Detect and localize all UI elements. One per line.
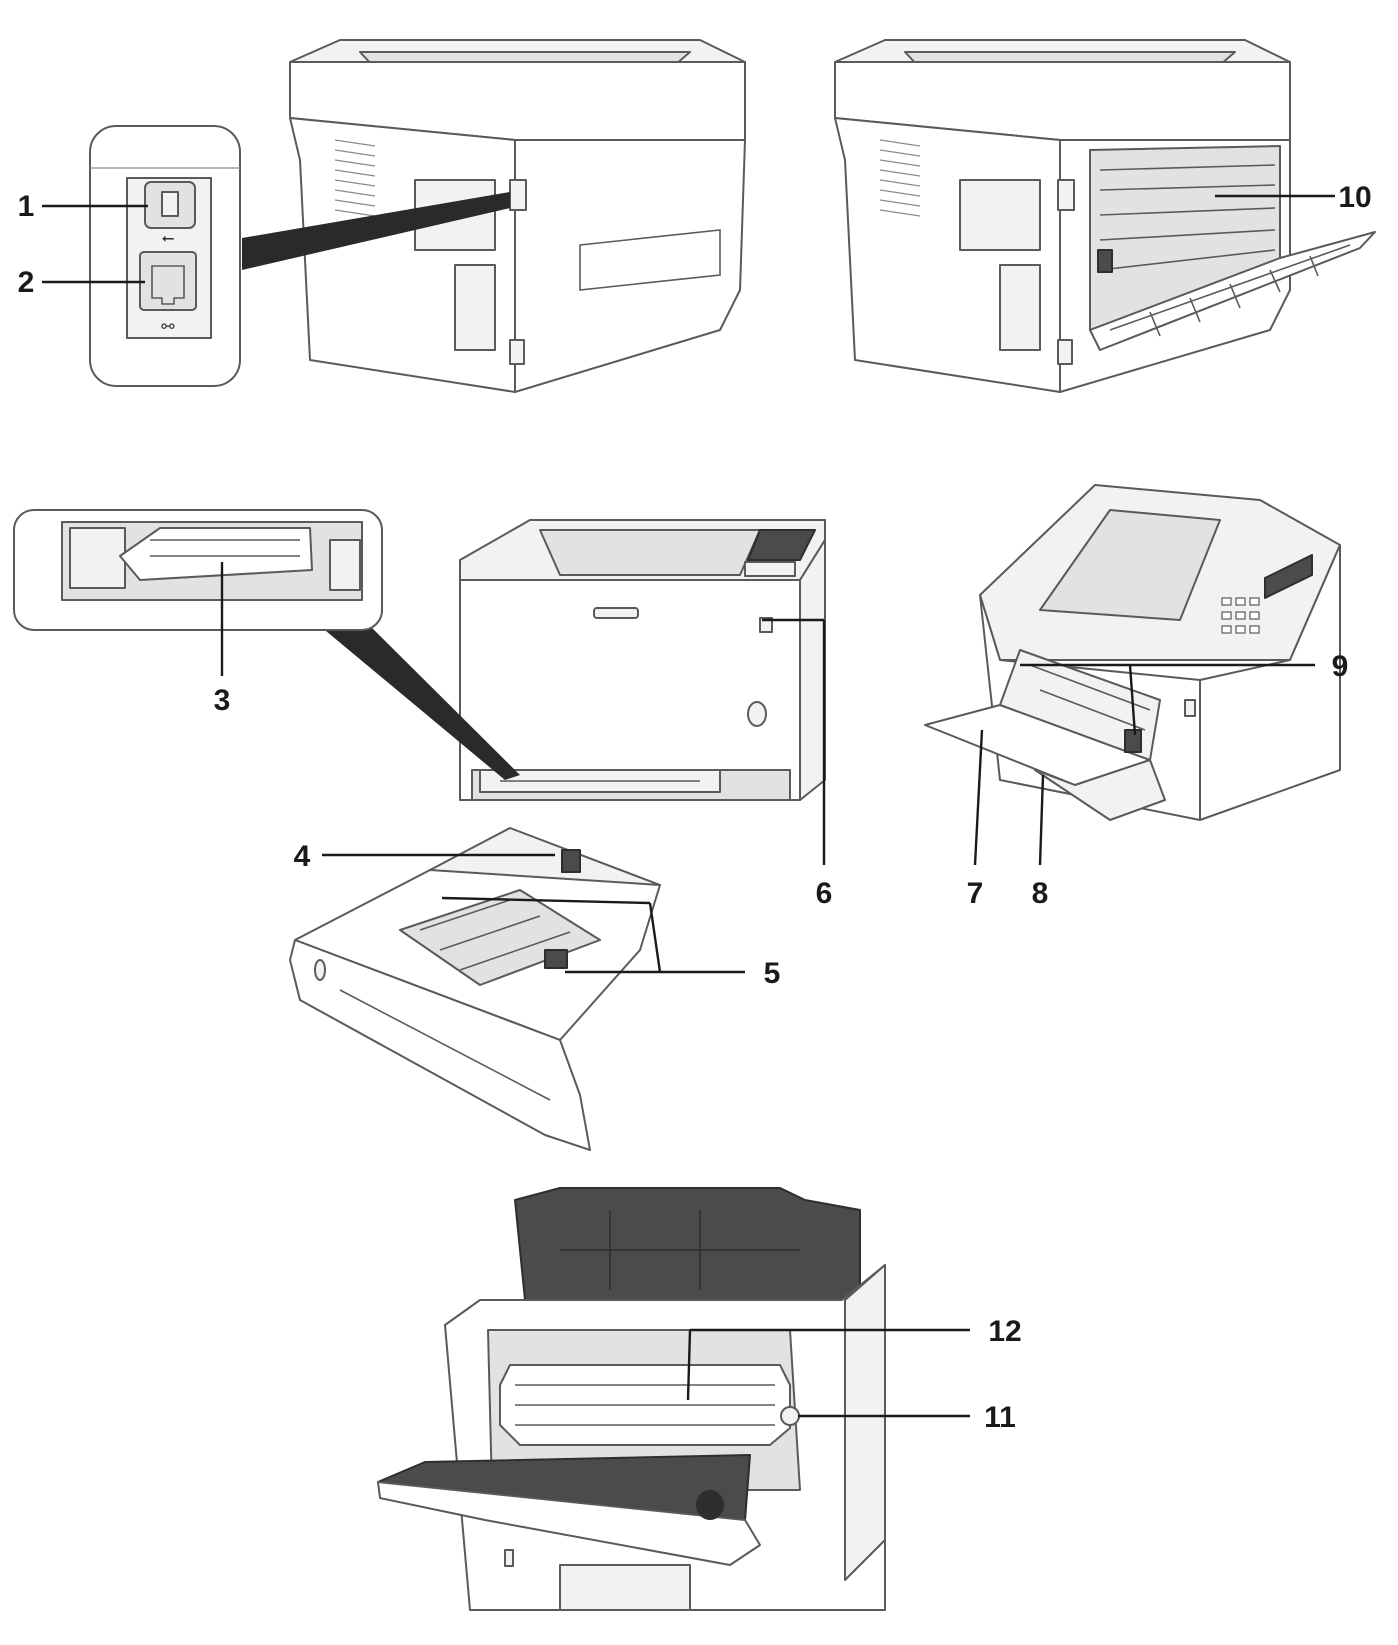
callout-10: 10 — [1338, 181, 1371, 214]
inside-closeup — [13, 509, 383, 631]
front-cover-open-printer — [377, 1187, 886, 1611]
callout-12: 12 — [988, 1315, 1021, 1348]
paper-cassette — [289, 827, 661, 1151]
mp-tray-printer — [924, 484, 1341, 821]
callout-1: 1 — [18, 190, 35, 223]
callout-4: 4 — [294, 840, 311, 873]
network-icon: ⚯ — [161, 317, 175, 336]
port-closeup — [89, 125, 241, 387]
callout-9: 9 — [1332, 650, 1349, 683]
callout-6: 6 — [816, 877, 833, 910]
zoom-wedge — [242, 192, 510, 270]
callout-11: 11 — [984, 1401, 1016, 1434]
callout-3: 3 — [214, 684, 231, 717]
callout-5: 5 — [764, 957, 781, 990]
usb-icon: ⭠ — [162, 228, 175, 247]
callout-2: 2 — [18, 266, 35, 299]
callout-7: 7 — [967, 877, 984, 910]
front-view-printer — [459, 519, 826, 801]
rear-view-printer — [289, 39, 746, 393]
callout-8: 8 — [1032, 877, 1049, 910]
rear-cover-open-printer — [834, 39, 1376, 393]
zoom-wedge — [308, 616, 520, 780]
